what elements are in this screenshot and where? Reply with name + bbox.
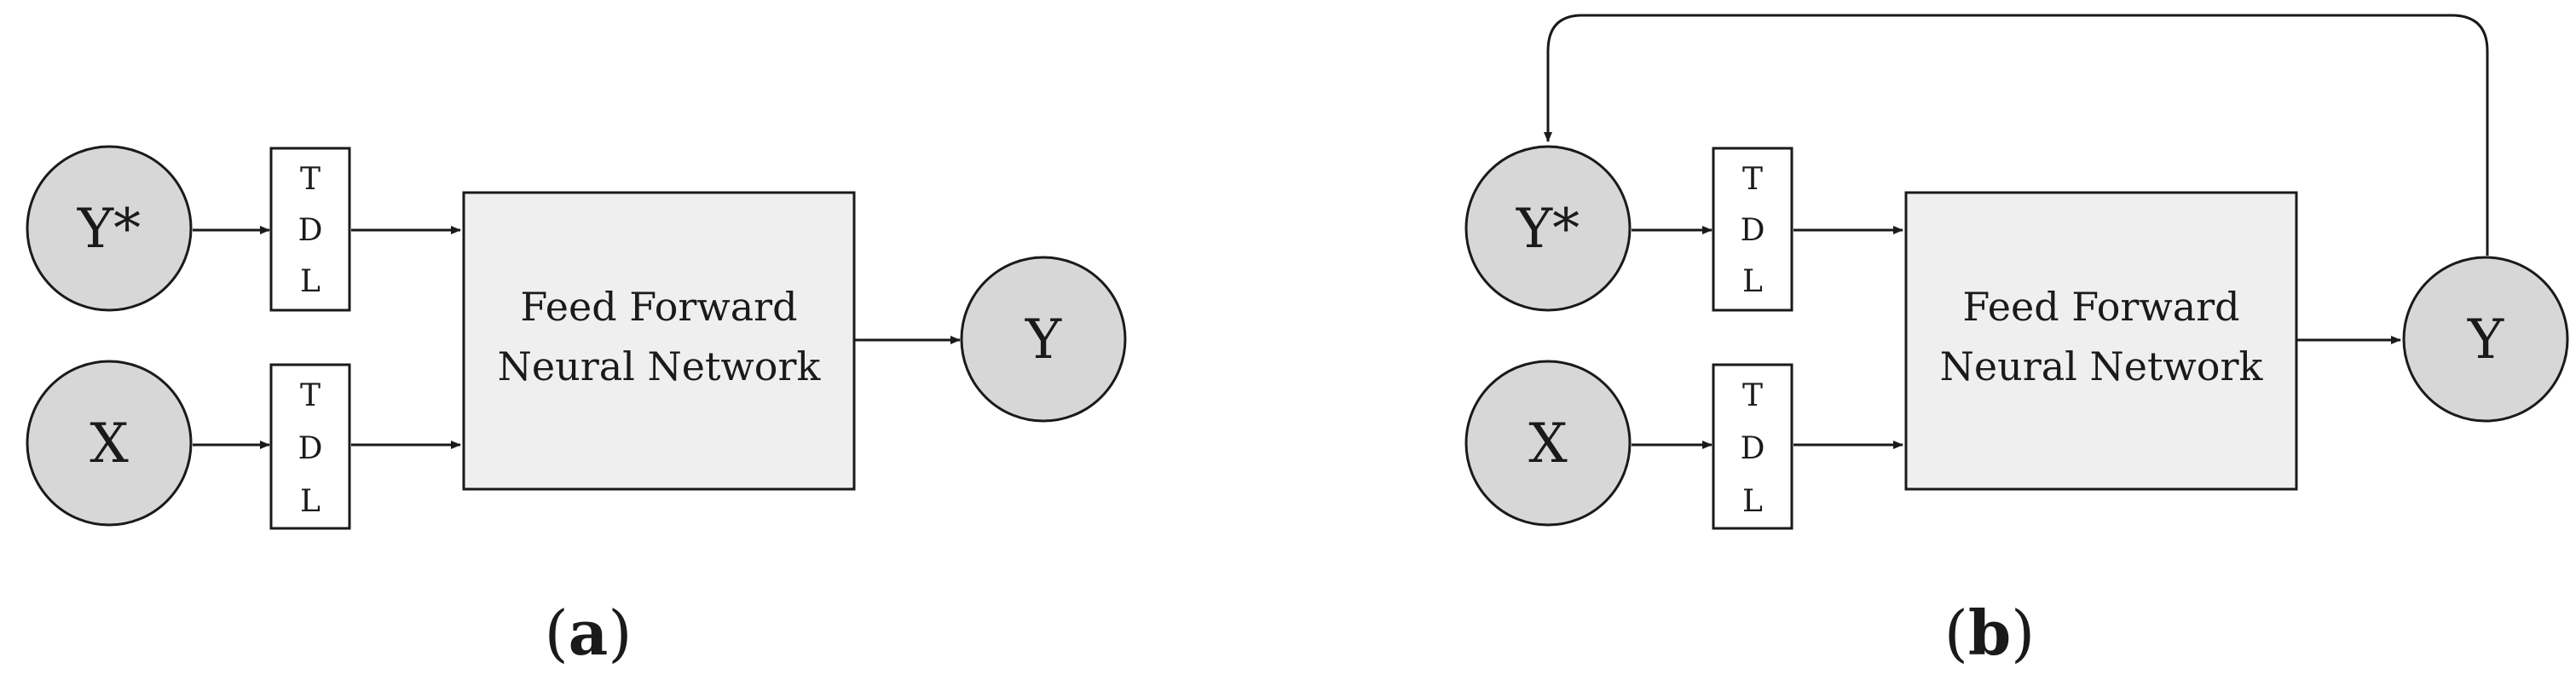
panel-a-caption: (a) [545, 597, 632, 669]
tdl-box-top [1712, 147, 1793, 312]
tdl-box-bottom [1712, 363, 1793, 530]
network-label-line1: Feed Forward [1962, 284, 2239, 330]
node-ystar [1464, 145, 1632, 312]
node-x-label: X [90, 412, 129, 476]
panel-b-caption-close: ) [2011, 597, 2035, 669]
panel-b-caption: (b) [1944, 597, 2036, 669]
node-x [1464, 360, 1632, 527]
network-label-line2: Neural Network [498, 343, 822, 389]
network-label-line1: Feed Forward [520, 284, 797, 330]
panel-a-caption-letter: a [569, 597, 609, 669]
tdl-top-letter-t: T [300, 162, 321, 197]
node-y-label: Y [2467, 308, 2504, 372]
panel-a-caption-open: ( [545, 597, 569, 669]
tdl-top-letter-l: L [1742, 264, 1763, 299]
panel-b-caption-open: ( [1944, 597, 1968, 669]
tdl-bottom-letter-l: L [1742, 484, 1763, 519]
node-x-label: X [1528, 412, 1568, 476]
node-y [2402, 256, 2569, 423]
tdl-bottom-letter-d: D [298, 431, 323, 466]
node-y [960, 256, 1127, 423]
tdl-top-letter-t: T [1742, 162, 1763, 197]
node-x [26, 360, 193, 527]
tdl-top-letter-d: D [1741, 213, 1765, 248]
tdl-bottom-letter-t: T [1742, 378, 1763, 413]
network-label-line2: Neural Network [1940, 343, 2264, 389]
node-ystar-label: Y* [77, 198, 141, 261]
tdl-bottom-letter-d: D [1741, 431, 1765, 466]
panel-b: Y* X Y T D L T D L Feed Forward Neural N… [1464, 14, 2569, 669]
tdl-top-letter-d: D [298, 213, 323, 248]
panel-a-caption-close: ) [608, 597, 632, 669]
edge-feedback-y-to-ystar [1544, 14, 2489, 256]
node-y-label: Y [1025, 308, 1062, 372]
panel-a: Y* X Y T D L T D L Feed Forward Neural N… [26, 145, 1127, 669]
network-box [462, 191, 856, 491]
panel-b-caption-letter: b [1968, 597, 2011, 669]
tdl-top-letter-l: L [300, 264, 321, 299]
tdl-bottom-letter-l: L [300, 484, 321, 519]
node-ystar [26, 145, 193, 312]
tdl-box-bottom [269, 363, 351, 530]
tdl-bottom-letter-t: T [300, 378, 321, 413]
tdl-box-top [269, 147, 351, 312]
network-box [1904, 191, 2298, 491]
node-ystar-label: Y* [1516, 198, 1580, 261]
